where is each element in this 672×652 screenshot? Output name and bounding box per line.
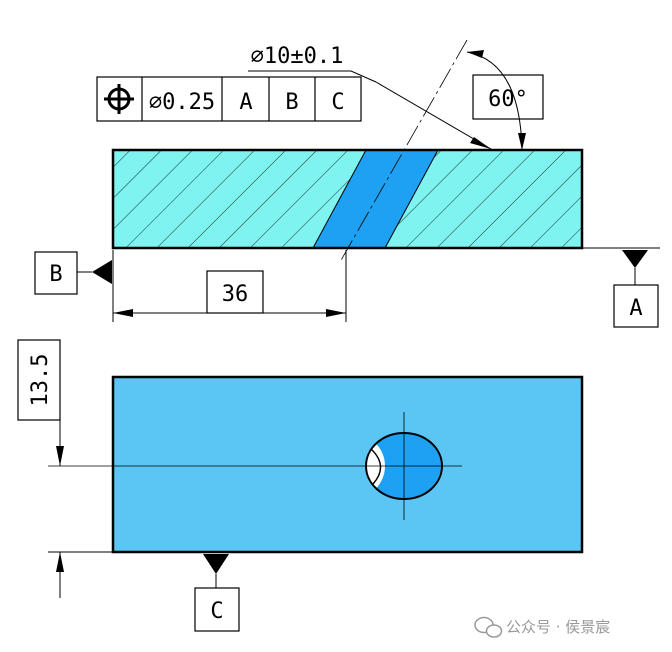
watermark: 公众号 · 侯景宸 [474,616,610,638]
section-outline [111,148,584,250]
fcf-datum-c: C [331,90,344,115]
dimension-13-5: 13.5 [17,339,113,598]
plan-body [111,375,584,554]
hole-centerline [339,39,468,263]
feature-control-frame: ⌀0.25 A B C [96,76,362,122]
angle-value: 60° [488,87,528,112]
dimension-36: 36 [112,250,347,322]
fcf-datum-b: B [285,90,298,115]
section-view [111,39,660,263]
datum-a-label: A [629,296,642,321]
datum-c: C [194,554,240,632]
fcf-datum-a: A [239,90,252,115]
datum-c-label: C [210,599,223,624]
datum-b: B [34,251,112,295]
angle-callout: 60° [466,50,544,151]
position-icon [104,84,134,114]
datum-a: A [613,250,659,328]
hole-size-callout: ⌀10±0.1 [248,44,492,150]
tolerance-value: ⌀0.25 [149,90,215,115]
dimension-36-text: 36 [222,282,249,307]
wechat-icon [474,616,503,638]
plan-view [48,375,584,554]
dimension-13-5-text: 13.5 [28,354,53,407]
hole-size-text: ⌀10±0.1 [251,44,344,69]
datum-b-label: B [49,262,62,287]
watermark-text: 公众号 · 侯景宸 [506,618,610,636]
